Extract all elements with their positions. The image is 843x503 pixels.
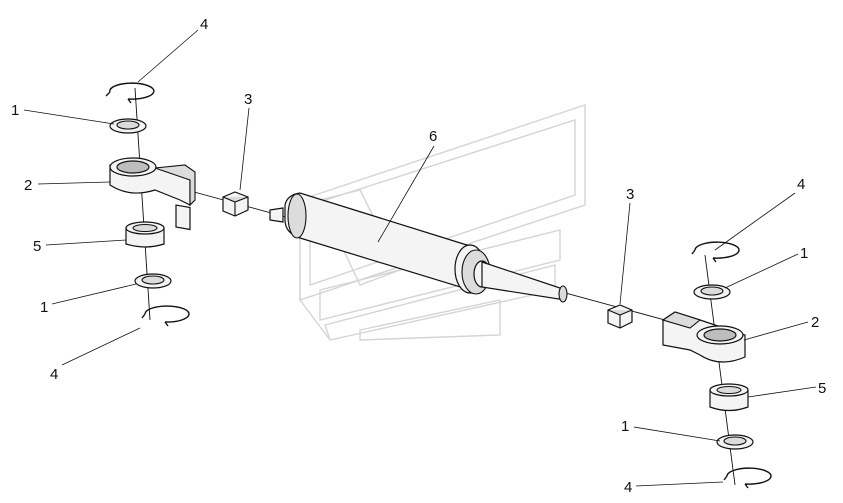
callout-cylinder: 6: [429, 128, 437, 145]
callout-bushing-left: 5: [33, 238, 41, 255]
callout-washer-right-top: 1: [800, 245, 808, 262]
callout-snap-ring-right-top: 4: [797, 176, 805, 193]
snap-ring-left-top: [105, 82, 155, 104]
callout-nut-left: 3: [244, 91, 252, 108]
leader-lines: [23, 29, 817, 487]
callout-nut-right: 3: [626, 186, 634, 203]
washer-right-bottom: [716, 434, 754, 450]
callout-snap-ring-left-top: 4: [200, 16, 208, 33]
callout-snap-ring-right-bottom: 4: [624, 479, 632, 496]
callout-rod-end-right: 2: [811, 314, 819, 331]
snap-ring-left-bottom: [141, 305, 190, 327]
nut-right: [607, 304, 633, 329]
bushing-right: [709, 383, 749, 412]
nut-left: [222, 191, 249, 217]
callout-washer-right-bottom: 1: [621, 418, 629, 435]
callout-snap-ring-left-bottom: 4: [50, 366, 58, 383]
rod-end-right: [661, 311, 746, 363]
washer-left-bottom: [134, 273, 172, 289]
callout-rod-end-left: 2: [24, 177, 32, 194]
cylinder: [269, 192, 568, 303]
callout-washer-left-bottom: 1: [40, 299, 48, 316]
snap-ring-right-bottom: [723, 467, 772, 489]
bushing-left: [125, 221, 165, 248]
washer-left-top: [109, 118, 147, 134]
callout-washer-left-top: 1: [11, 102, 19, 119]
rod-end-left: [109, 157, 196, 231]
washer-right-top: [693, 284, 731, 300]
snap-ring-right-top: [691, 241, 740, 263]
callout-bushing-right: 5: [818, 380, 826, 397]
